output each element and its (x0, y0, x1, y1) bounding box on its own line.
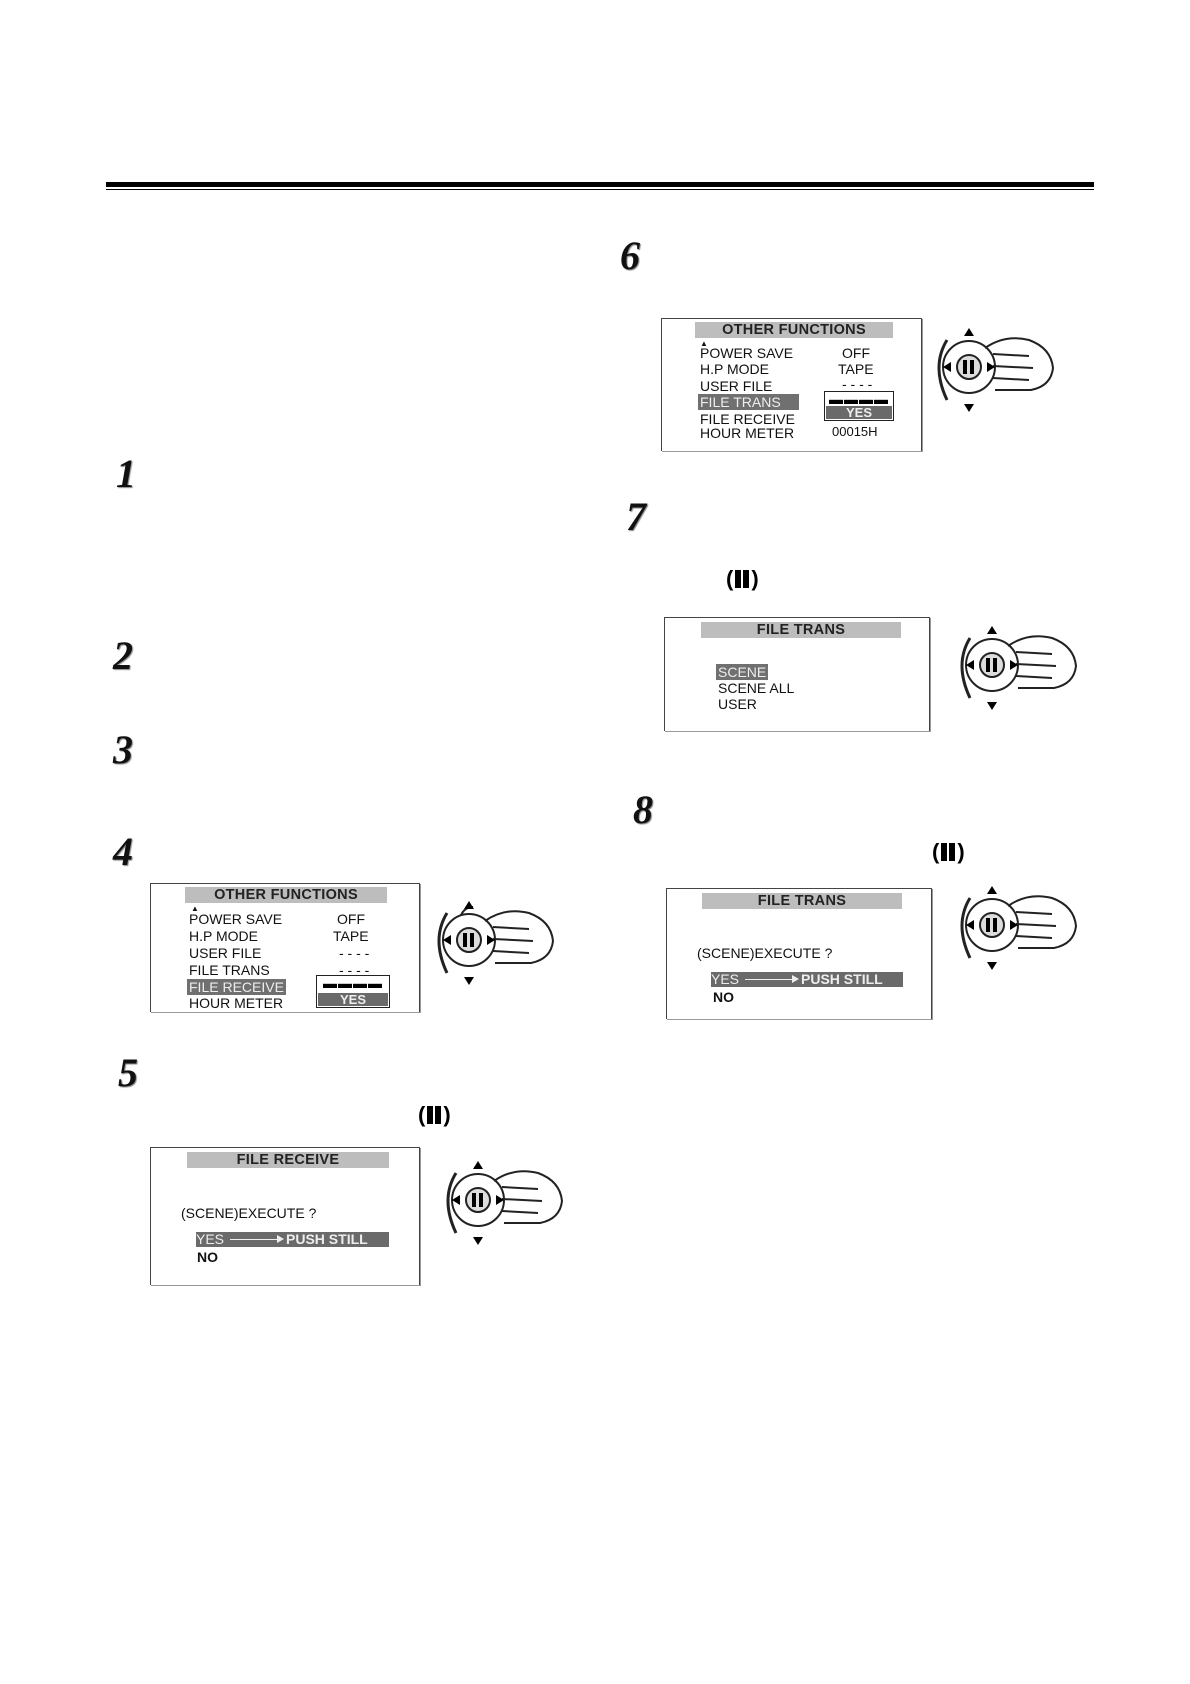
osd-screen-other-functions-step4: OTHER FUNCTIONS ▲ POWER SAVE H.P MODE US… (150, 883, 420, 1012)
osd-title: FILE TRANS (701, 622, 901, 638)
menu-row-file-receive: FILE RECEIVE (700, 411, 795, 427)
yes-push-still-bar: YES PUSH STILL (196, 1232, 389, 1247)
execute-prompt: (SCENE)EXECUTE ? (181, 1205, 317, 1221)
yes-option: YES (196, 1231, 225, 1247)
osd-screen-other-functions-step6: OTHER FUNCTIONS ▲ POWER SAVE H.P MODE US… (661, 318, 922, 451)
value-hp-mode: TAPE (838, 361, 874, 377)
value-power-save: OFF (337, 911, 365, 927)
step-number-6: 6 (620, 233, 640, 278)
menu-row-hour-meter: HOUR METER (700, 425, 795, 441)
option-box: ▬▬▬▬ YES (824, 391, 894, 421)
option-dash: ▬▬▬▬ (323, 975, 383, 991)
option-box: ▬▬▬▬ YES (316, 975, 390, 1008)
menu-row-user-file: USER FILE (700, 378, 773, 394)
scroll-up-icon: ▲ (191, 904, 199, 913)
menu-row-power-save: POWER SAVE (189, 911, 283, 927)
arrow-right-icon (230, 1235, 285, 1243)
osd-title: OTHER FUNCTIONS (695, 322, 893, 338)
menu-row-hour-meter: HOUR METER (189, 995, 284, 1011)
scroll-up-icon: ▲ (700, 339, 708, 348)
hand-pressing-jog-dial-icon (960, 626, 1078, 710)
hand-pressing-jog-dial-icon (937, 328, 1055, 412)
menu-item-scene-all: SCENE ALL (718, 680, 795, 696)
step-number-5: 5 (118, 1050, 138, 1095)
yes-option: YES (711, 971, 740, 987)
menu-row-file-trans: FILE TRANS (189, 962, 270, 978)
osd-screen-file-trans-step8: FILE TRANS (SCENE)EXECUTE ? YES PUSH STIL… (666, 888, 932, 1019)
value-user-file: - - - - (339, 945, 370, 961)
value-file-trans: - - - - (339, 962, 370, 978)
step-number-7: 7 (626, 494, 646, 539)
still-button-ref-step5: () (418, 1102, 451, 1127)
arrow-right-icon (745, 975, 800, 983)
no-option: NO (713, 989, 734, 1005)
osd-title: OTHER FUNCTIONS (185, 887, 387, 903)
pause-still-icon (734, 570, 750, 588)
step-number-1: 1 (116, 451, 136, 496)
push-still-label: PUSH STILL (801, 971, 883, 987)
header-rule-thin (106, 189, 1094, 190)
osd-title: FILE TRANS (702, 893, 902, 909)
step-number-2: 2 (113, 633, 133, 678)
step-number-3: 3 (113, 727, 133, 772)
value-hour-meter: 00015H (832, 424, 878, 439)
osd-title: FILE RECEIVE (187, 1152, 389, 1168)
execute-prompt: (SCENE)EXECUTE ? (697, 945, 833, 961)
still-button-ref-step7: () (726, 566, 759, 591)
option-dash: ▬▬▬▬ (829, 391, 889, 407)
hand-pressing-jog-dial-icon (960, 886, 1078, 970)
hand-pressing-jog-dial-icon (446, 1161, 564, 1245)
pause-still-icon (426, 1106, 442, 1124)
menu-row-file-receive: FILE RECEIVE (187, 979, 286, 995)
menu-row-hp-mode: H.P MODE (700, 361, 769, 377)
menu-item-scene: SCENE (716, 664, 769, 680)
option-yes: YES (318, 993, 388, 1006)
pause-still-icon (940, 843, 956, 861)
osd-screen-file-receive-step5: FILE RECEIVE (SCENE)EXECUTE ? YES PUSH ST… (150, 1147, 420, 1285)
menu-row-user-file: USER FILE (189, 945, 262, 961)
osd-screen-file-trans-step7: FILE TRANS SCENE SCENE ALL USER (664, 617, 930, 731)
header-rule (106, 182, 1094, 187)
step-number-4: 4 (113, 829, 133, 874)
value-user-file: - - - - (842, 376, 873, 392)
option-yes: YES (826, 406, 892, 419)
value-hp-mode: TAPE (333, 928, 369, 944)
menu-row-hp-mode: H.P MODE (189, 928, 258, 944)
no-option: NO (197, 1249, 218, 1265)
still-button-ref-step8: () (932, 839, 965, 864)
hand-pressing-jog-dial-icon (437, 901, 555, 985)
push-still-label: PUSH STILL (286, 1231, 368, 1247)
menu-row-power-save: POWER SAVE (700, 345, 794, 361)
menu-item-user: USER (718, 696, 757, 712)
value-power-save: OFF (842, 345, 870, 361)
yes-push-still-bar: YES PUSH STILL (711, 972, 903, 987)
step-number-8: 8 (633, 787, 653, 832)
menu-row-file-trans: FILE TRANS (698, 394, 799, 410)
